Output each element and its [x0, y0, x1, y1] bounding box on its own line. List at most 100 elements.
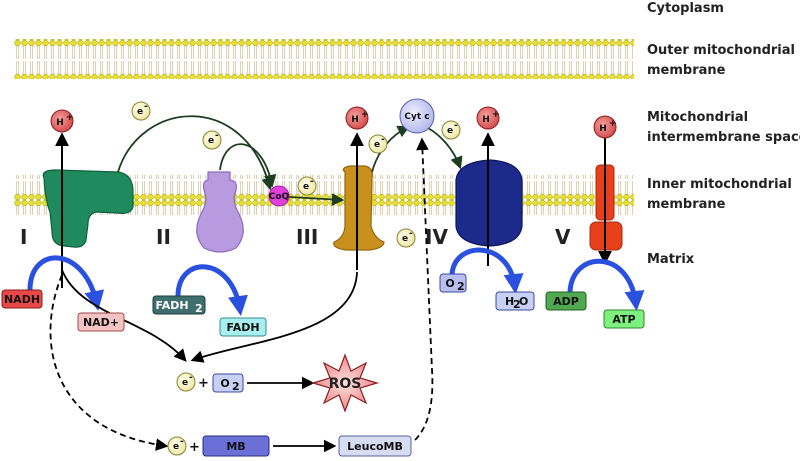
svg-text:-: - — [381, 135, 385, 145]
electron-flow-coq-to-iii — [288, 193, 345, 206]
cytc-label: Cyt c — [404, 112, 429, 122]
plus-mb: + — [189, 440, 200, 455]
electron-coq: e - — [297, 176, 317, 196]
electron-i: e - — [131, 101, 151, 121]
complex-ii-label: II — [156, 225, 171, 249]
svg-text:LeucoMB: LeucoMB — [347, 440, 403, 453]
proton-iii: H + — [345, 106, 369, 130]
svg-text:O: O — [445, 277, 454, 290]
chip-adp: ADP — [545, 291, 587, 311]
svg-text:O: O — [220, 377, 229, 390]
electron-flow-cytc-to-iv — [427, 127, 463, 170]
svg-text:e: e — [447, 126, 453, 136]
svg-text:H: H — [482, 115, 490, 125]
label-ims-2: intermembrane space — [647, 130, 800, 145]
complex-v-label: V — [555, 225, 571, 249]
coq-label: CoQ — [269, 192, 290, 202]
svg-text:-: - — [454, 121, 458, 131]
outer-membrane — [14, 39, 634, 79]
chip-mb: MB — [202, 435, 270, 457]
svg-text:+: + — [361, 110, 369, 120]
electron-flow-ii-to-coq — [219, 143, 277, 188]
label-outer-membrane-2: membrane — [647, 63, 726, 78]
svg-text:+: + — [492, 110, 500, 120]
svg-text:ATP: ATP — [612, 313, 635, 326]
proton-iv: H + — [476, 106, 500, 130]
label-ims-1: Mitochondrial — [647, 110, 748, 125]
leak-arrow-complex-iii — [190, 271, 358, 363]
chip-leucomb: LeucoMB — [338, 435, 412, 457]
blue-arrow-fadh2 — [175, 264, 248, 316]
plus-ros: + — [198, 376, 209, 391]
chip-atp: ATP — [603, 309, 645, 329]
svg-text:e: e — [137, 107, 143, 117]
svg-text:2: 2 — [513, 298, 521, 311]
svg-text:2: 2 — [195, 302, 203, 315]
complex-iii-label: III — [296, 225, 318, 249]
electron-ros: e - — [176, 372, 196, 392]
svg-text:e: e — [182, 378, 188, 388]
svg-text:H: H — [505, 295, 514, 308]
blue-arrow-nadh — [27, 255, 105, 311]
electron-mb: e - — [167, 436, 187, 456]
proton-i: H + — [50, 109, 74, 133]
electron-cytc: e - — [441, 120, 461, 140]
svg-text:2: 2 — [232, 380, 240, 393]
chip-o2-iv: O 2 — [439, 273, 467, 293]
svg-text:NAD+: NAD+ — [83, 316, 119, 329]
chip-nadh: NADH — [1, 289, 43, 309]
complex-i-label: I — [20, 225, 27, 249]
svg-text:FADH: FADH — [155, 299, 188, 312]
proton-v: H + — [593, 115, 617, 139]
svg-text:FADH: FADH — [226, 321, 259, 334]
complex-ii — [196, 171, 244, 253]
complex-iii — [333, 165, 385, 251]
svg-text:-: - — [215, 131, 219, 141]
svg-text:H: H — [599, 124, 607, 134]
label-matrix: Matrix — [647, 252, 695, 267]
electron-ii: e - — [202, 130, 222, 150]
svg-text:+: + — [609, 119, 617, 129]
svg-text:ADP: ADP — [553, 295, 579, 308]
svg-text:e: e — [208, 136, 214, 146]
label-inner-membrane-2: membrane — [647, 197, 726, 212]
blue-arrow-o2 — [449, 247, 524, 294]
chip-fadh: FADH — [219, 317, 267, 337]
svg-text:+: + — [66, 113, 74, 123]
complex-i — [42, 169, 134, 248]
svg-text:e: e — [402, 234, 408, 244]
ros-label: ROS — [329, 376, 362, 392]
svg-text:O: O — [519, 295, 528, 308]
cytc-carrier: Cyt c — [399, 98, 435, 134]
svg-text:MB: MB — [226, 440, 245, 453]
chip-nad: NAD+ — [77, 312, 125, 332]
svg-text:-: - — [180, 437, 184, 447]
label-outer-membrane-1: Outer mitochondrial — [647, 43, 795, 58]
svg-text:H: H — [351, 115, 359, 125]
electron-dashed: e - — [396, 228, 416, 248]
ros-starburst: ROS — [310, 353, 380, 413]
chip-fadh2: FADH 2 — [152, 295, 206, 315]
chip-o2-ros: O 2 — [212, 373, 244, 393]
svg-text:e: e — [303, 182, 309, 192]
dashed-path-mb — [49, 274, 169, 451]
coq-carrier: CoQ — [268, 185, 290, 207]
svg-text:e: e — [374, 140, 380, 150]
svg-text:e: e — [173, 442, 179, 452]
dashed-path-leucomb-to-cytc — [414, 137, 434, 441]
svg-text:-: - — [310, 177, 314, 187]
chip-h2o: H 2 O — [495, 291, 535, 311]
label-cytoplasm: Cytoplasm — [647, 1, 724, 16]
svg-text:NADH: NADH — [4, 293, 40, 306]
label-inner-membrane-1: Inner mitochondrial — [647, 177, 792, 192]
complex-iv-label: IV — [425, 225, 448, 249]
svg-text:2: 2 — [457, 280, 465, 293]
svg-text:H: H — [56, 118, 64, 128]
electron-flow-i-to-coq — [117, 115, 274, 191]
electron-iii: e - — [368, 134, 388, 154]
blue-arrow-adp — [567, 258, 645, 311]
svg-text:-: - — [409, 229, 413, 239]
svg-text:-: - — [144, 102, 148, 112]
svg-text:-: - — [189, 373, 193, 383]
